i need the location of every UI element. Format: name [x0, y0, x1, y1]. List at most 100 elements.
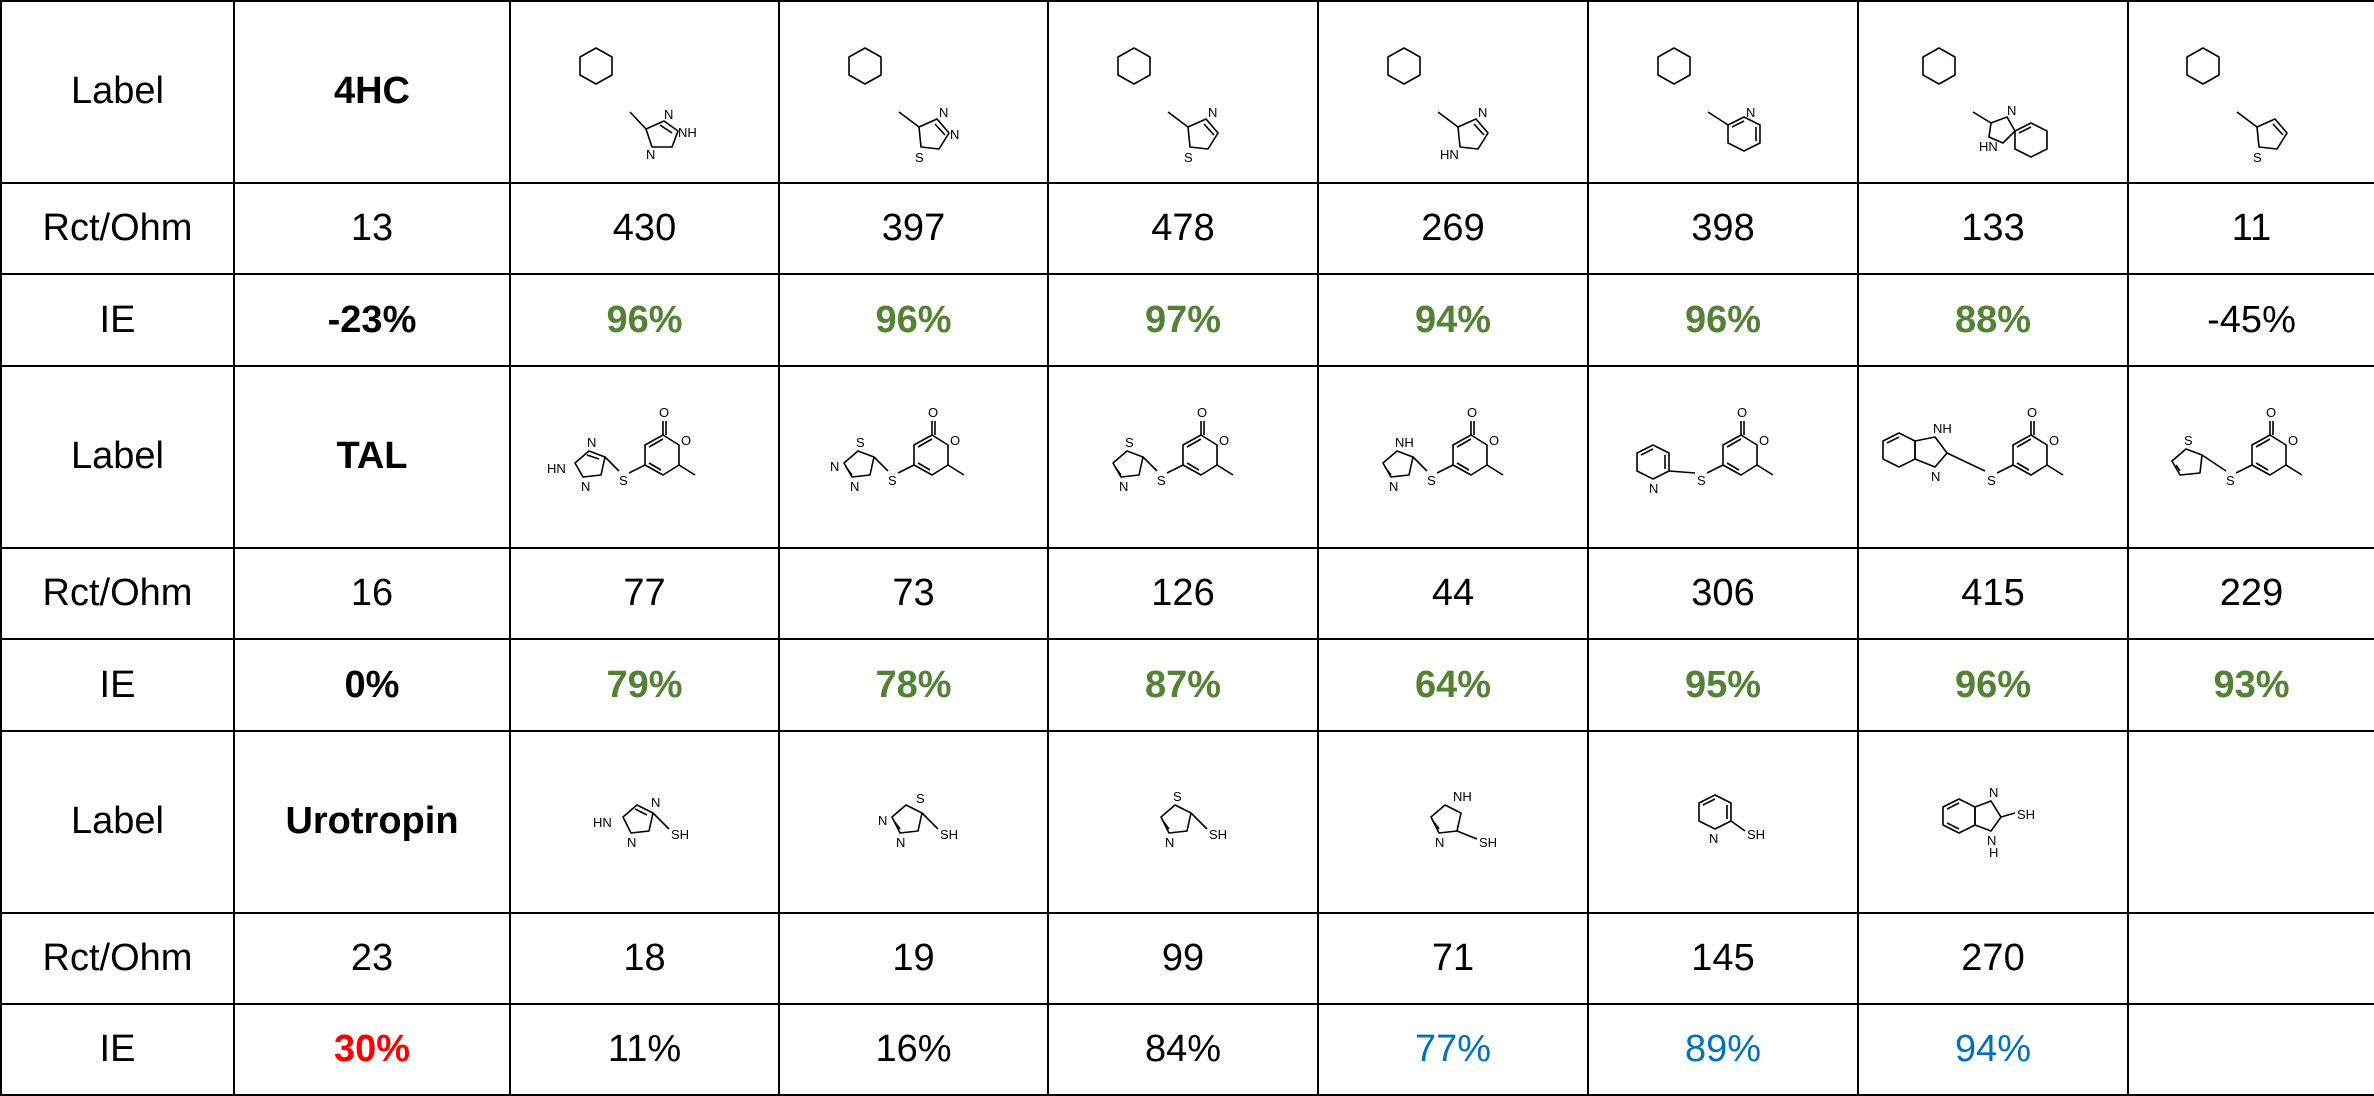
- ie-value: 78%: [778, 638, 1049, 732]
- nitrogen-atom-label: NH: [1933, 421, 1952, 436]
- rct-value: 99: [1047, 911, 1319, 1006]
- nitrogen-atom-label: N: [1119, 479, 1128, 494]
- ie-value: 0%: [233, 638, 511, 732]
- nitrogen-atom-label: N: [1746, 105, 1755, 120]
- rct-value: 398: [1587, 181, 1859, 276]
- structure-triazole-thiol: N HN N SH: [509, 729, 780, 914]
- nitrogen-atom-label: HN: [593, 815, 612, 830]
- nitrogen-atom-label: N: [1649, 481, 1658, 496]
- structure-pyridine-thiol: N SH: [1587, 729, 1859, 914]
- rct-value: 13: [233, 181, 511, 276]
- structure-4hc-imidazole: O O S N HN: [1317, 0, 1589, 184]
- rct-value: 478: [1047, 181, 1319, 276]
- rct-value: 44: [1317, 546, 1589, 641]
- oxygen-atom-label: O: [1489, 433, 1499, 448]
- nitrogen-atom-label: N: [878, 813, 887, 828]
- rct-value: 16: [233, 546, 511, 641]
- rct-value: 430: [509, 181, 780, 276]
- oxygen-atom-label: O: [1197, 405, 1207, 420]
- rct-row: Rct/Ohm 13 430 397 478 269 398 133 11: [0, 181, 2374, 276]
- empty-cell: [2127, 729, 2374, 914]
- ie-row: IE -23% 96% 96% 97% 94% 96% 88% -45%: [0, 273, 2374, 367]
- rct-value: 23: [233, 911, 511, 1006]
- rct-value: 269: [1317, 181, 1589, 276]
- ie-value: 89%: [1587, 1003, 1859, 1096]
- nitrogen-atom-label: N: [1931, 469, 1940, 484]
- sulfur-atom-label: S: [1987, 473, 1996, 488]
- thiol-group-label: SH: [1479, 835, 1497, 850]
- nitrogen-atom-label: NH: [1395, 435, 1414, 450]
- compound-name: Urotropin: [233, 729, 511, 914]
- molecule-drawing: S N SH: [1160, 789, 1227, 850]
- molecule-drawing: OOS NH N: [1882, 405, 2064, 488]
- molecule-drawing: NH N SH: [1430, 789, 1497, 850]
- ie-value: 88%: [1857, 273, 2129, 367]
- sulfur-atom-label: S: [856, 435, 865, 450]
- nitrogen-atom-label: N: [950, 127, 959, 142]
- nitrogen-atom-label: N: [1478, 105, 1487, 120]
- nitrogen-atom-label: N: [1987, 833, 1996, 848]
- structure-4hc-thiazole: O O S N S: [1047, 0, 1319, 184]
- row-header: Rct/Ohm: [0, 546, 235, 641]
- ie-value: -45%: [2127, 273, 2374, 367]
- nitrogen-atom-label: N: [587, 435, 596, 450]
- ie-value: 96%: [509, 273, 780, 367]
- nitrogen-atom-label: N: [830, 459, 839, 474]
- nitrogen-atom-label: N: [850, 479, 859, 494]
- oxygen-atom-label: O: [1467, 405, 1477, 420]
- rct-value: 270: [1857, 911, 2129, 1006]
- ie-value: 79%: [509, 638, 780, 732]
- label-row: Label 4HC O O S N NH N: [0, 0, 2374, 184]
- molecule-drawing: O O S N S: [1117, 47, 1219, 165]
- structure-benzimidazole-thiol: N N H SH: [1857, 729, 2129, 914]
- rct-value: 306: [1587, 546, 1859, 641]
- rct-value: 415: [1857, 546, 2129, 641]
- molecule-drawing: O O S N HN: [1387, 47, 1489, 162]
- structure-4hc-triazole: O O S N NH N: [509, 0, 780, 184]
- rct-value: 11: [2127, 181, 2374, 276]
- oxygen-atom-label: O: [1219, 433, 1229, 448]
- structure-thiadiazole-thiol: S N N SH: [778, 729, 1049, 914]
- row-header: Label: [0, 0, 235, 184]
- nitrogen-atom-label: N: [1435, 835, 1444, 850]
- nitrogen-atom-label: N: [1989, 785, 1998, 800]
- molecule-drawing: N HN N SH: [593, 795, 689, 850]
- nitrogen-atom-label: N: [939, 105, 948, 120]
- sulfur-atom-label: S: [888, 473, 897, 488]
- molecule-drawing: O O S S: [2185, 47, 2288, 165]
- nitrogen-atom-label: HN: [1979, 139, 1998, 154]
- oxygen-atom-label: O: [950, 433, 960, 448]
- nitrogen-atom-label: N: [1208, 105, 1217, 120]
- rct-value: 145: [1587, 911, 1859, 1006]
- rct-value: 229: [2127, 546, 2374, 641]
- structure-4hc-thiophene: O O S S: [2127, 0, 2374, 184]
- label-row: Label Urotropin N HN N SH S N N SH: [0, 729, 2374, 914]
- ie-row: IE 30% 11% 16% 84% 77% 89% 94%: [0, 1003, 2374, 1096]
- molecule-drawing: N N H SH: [1942, 785, 2035, 860]
- rct-value: 133: [1857, 181, 2129, 276]
- ie-value: -23%: [233, 273, 511, 367]
- rct-value: 73: [778, 546, 1049, 641]
- row-header: Rct/Ohm: [0, 181, 235, 276]
- nitrogen-atom-label: N: [627, 835, 636, 850]
- hydrogen-atom-label: H: [1989, 845, 1998, 860]
- oxygen-atom-label: O: [1759, 433, 1769, 448]
- ie-value: 64%: [1317, 638, 1589, 732]
- thiol-group-label: SH: [1747, 827, 1765, 842]
- structure-4hc-pyridine: O O S N: [1587, 0, 1859, 184]
- sulfur-atom-label: S: [1697, 473, 1706, 488]
- sulfur-atom-label: S: [915, 150, 924, 165]
- molecule-drawing: O O S N HN: [1922, 47, 2048, 158]
- ie-value: 96%: [778, 273, 1049, 367]
- nitrogen-atom-label: N: [1389, 479, 1398, 494]
- oxygen-atom-label: O: [1737, 405, 1747, 420]
- nitrogen-atom-label: N: [581, 479, 590, 494]
- row-header: Rct/Ohm: [0, 911, 235, 1006]
- nitrogen-atom-label: N: [2007, 103, 2016, 118]
- sulfur-atom-label: S: [2253, 150, 2262, 165]
